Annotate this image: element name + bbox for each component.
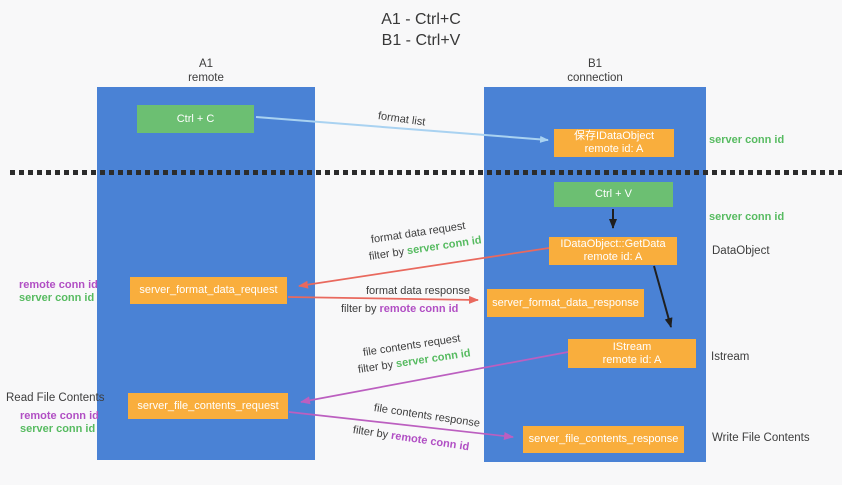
arrow-format-data-response bbox=[287, 295, 479, 304]
label-filter-by-remote-conn-id-file: filter by remote conn id bbox=[352, 424, 470, 453]
box-save-idataobject-line1: 保存IDataObject bbox=[573, 130, 655, 142]
label-format-list: format list bbox=[377, 110, 427, 129]
box-server-file-contents-response: server_file_contents_response bbox=[523, 426, 684, 453]
box-ctrl-c-label: Ctrl + C bbox=[176, 112, 215, 125]
label-format-data-response: format data response bbox=[366, 285, 470, 297]
lane-header-a1: A1 remote bbox=[97, 57, 315, 85]
box-idataobject-getdata-line2: remote id: A bbox=[583, 251, 643, 263]
label-remote-conn-id-left-file: remote conn id bbox=[20, 410, 99, 422]
lane-a1-subtitle: remote bbox=[188, 72, 224, 84]
title-line-1: A1 - Ctrl+C bbox=[381, 11, 461, 28]
box-save-idataobject-line2: remote id: A bbox=[584, 143, 644, 155]
label-file-contents-response: file contents response bbox=[373, 402, 481, 430]
remote-conn-id-text: remote conn id bbox=[390, 429, 470, 454]
box-istream: IStream remote id: A bbox=[568, 339, 696, 368]
box-server-file-contents-response-label: server_file_contents_response bbox=[528, 433, 679, 445]
label-read-file-contents: Read File Contents bbox=[6, 392, 105, 404]
label-istream: Istream bbox=[711, 351, 750, 363]
box-server-format-data-request: server_format_data_request bbox=[130, 277, 287, 304]
label-remote-conn-id-left-format: remote conn id bbox=[19, 279, 98, 291]
filter-by-text: filter by bbox=[368, 245, 405, 263]
remote-conn-id-text: remote conn id bbox=[379, 303, 459, 315]
box-server-file-contents-request-label: server_file_contents_request bbox=[137, 399, 279, 412]
label-write-file-contents: Write File Contents bbox=[712, 432, 810, 444]
box-ctrl-v: Ctrl + V bbox=[554, 182, 673, 207]
box-server-format-data-response-label: server_format_data_response bbox=[492, 296, 639, 309]
lane-a1-name: A1 bbox=[198, 58, 214, 70]
machine-separator-line bbox=[10, 170, 842, 175]
box-save-idataobject: 保存IDataObject remote id: A bbox=[554, 129, 674, 157]
label-filter-by-remote-conn-id-format: filter by remote conn id bbox=[341, 303, 458, 315]
filter-by-text: filter by bbox=[341, 303, 377, 315]
label-server-conn-id-left-format: server conn id bbox=[19, 292, 95, 304]
lane-b1-name: B1 bbox=[587, 58, 603, 70]
filter-by-text: filter by bbox=[352, 424, 389, 442]
box-istream-line1: IStream bbox=[612, 340, 652, 353]
filter-by-text: filter by bbox=[357, 358, 394, 376]
box-istream-line2: remote id: A bbox=[602, 353, 662, 366]
label-server-conn-id-right-top: server conn id bbox=[709, 134, 785, 146]
title-line-2: B1 - Ctrl+V bbox=[381, 32, 461, 49]
diagram-title: A1 - Ctrl+C B1 - Ctrl+V bbox=[0, 9, 842, 51]
box-server-file-contents-request: server_file_contents_request bbox=[128, 393, 288, 419]
label-server-conn-id-right-mid: server conn id bbox=[709, 211, 785, 223]
label-server-conn-id-left-file: server conn id bbox=[20, 423, 96, 435]
label-dataobject: DataObject bbox=[712, 245, 770, 257]
box-idataobject-getdata: IDataObject::GetData remote id: A bbox=[549, 237, 677, 265]
box-idataobject-getdata-line1: IDataObject::GetData bbox=[560, 238, 666, 250]
lane-header-b1: B1 connection bbox=[484, 57, 706, 85]
box-ctrl-v-label: Ctrl + V bbox=[595, 188, 632, 200]
lane-b1-subtitle: connection bbox=[567, 72, 623, 84]
box-server-format-data-request-label: server_format_data_request bbox=[139, 284, 278, 296]
box-ctrl-c: Ctrl + C bbox=[137, 105, 254, 133]
box-server-format-data-response: server_format_data_response bbox=[487, 289, 644, 317]
